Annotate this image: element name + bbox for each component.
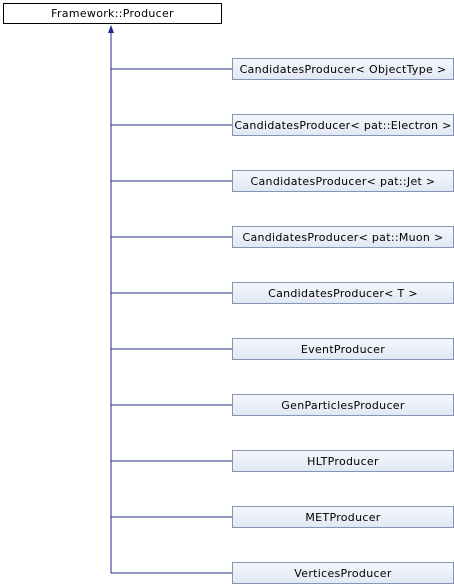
derived-class-node[interactable]: CandidatesProducer< T > [232, 282, 454, 304]
base-class-label: Framework::Producer [51, 7, 174, 20]
derived-class-label: CandidatesProducer< ObjectType > [239, 62, 447, 76]
derived-class-node[interactable]: CandidatesProducer< pat::Muon > [232, 226, 454, 248]
derived-class-label: VerticesProducer [294, 566, 392, 580]
derived-class-node[interactable]: EventProducer [232, 338, 454, 360]
base-class-node[interactable]: Framework::Producer [3, 3, 222, 24]
derived-class-label: CandidatesProducer< pat::Jet > [250, 174, 436, 188]
derived-class-label: CandidatesProducer< pat::Muon > [242, 230, 444, 244]
derived-class-label: METProducer [305, 510, 381, 524]
inheritance-arrowhead [108, 25, 114, 33]
derived-class-node[interactable]: CandidatesProducer< pat::Electron > [232, 114, 454, 136]
derived-class-label: GenParticlesProducer [281, 398, 405, 412]
derived-class-node[interactable]: GenParticlesProducer [232, 394, 454, 416]
derived-class-node[interactable]: HLTProducer [232, 450, 454, 472]
derived-class-label: CandidatesProducer< pat::Electron > [234, 118, 452, 132]
derived-class-node[interactable]: VerticesProducer [232, 562, 454, 584]
derived-class-label: HLTProducer [307, 454, 379, 468]
derived-class-label: CandidatesProducer< T > [268, 286, 418, 300]
derived-class-node[interactable]: METProducer [232, 506, 454, 528]
derived-class-label: EventProducer [300, 342, 386, 356]
derived-class-node[interactable]: CandidatesProducer< pat::Jet > [232, 170, 454, 192]
derived-class-node[interactable]: CandidatesProducer< ObjectType > [232, 58, 454, 80]
